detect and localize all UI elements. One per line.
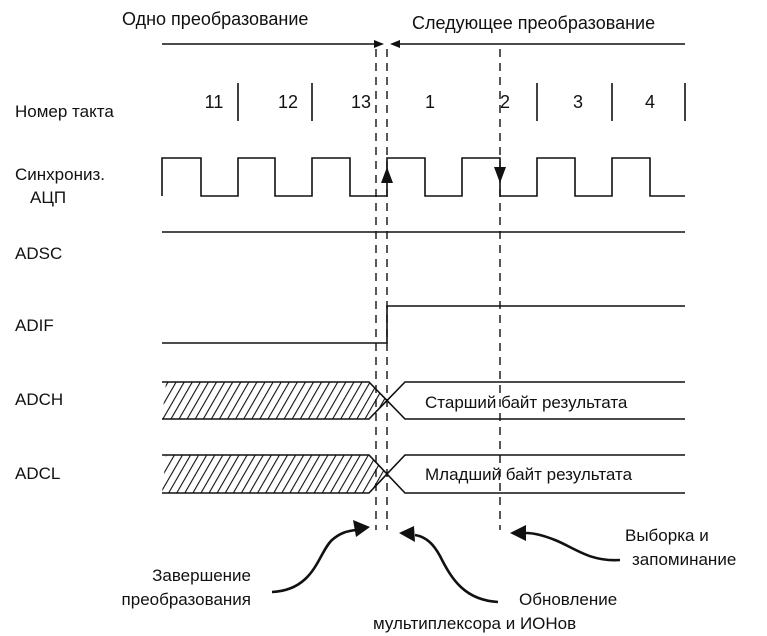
adcl-value: Младший байт результата	[425, 465, 633, 484]
adcl-bus: Младший байт результата	[162, 454, 685, 494]
cycle-1: 1	[425, 92, 435, 112]
adc-clock-waveform	[161, 157, 685, 197]
cycle-2: 2	[500, 92, 510, 112]
mux-update-arrow-icon	[399, 526, 499, 604]
adcl-label: ADCL	[15, 464, 60, 483]
sample-hold-note-line1: Выборка и	[625, 526, 709, 545]
adc-clock-label-line2: АЦП	[30, 188, 66, 207]
end-of-conversion-arrow-icon	[271, 520, 370, 594]
end-of-conversion-note-line1: Завершение	[152, 566, 251, 585]
cycle-3: 3	[573, 92, 583, 112]
cycle-12: 12	[278, 92, 298, 112]
next-conversion-label: Следующее преобразование	[412, 13, 655, 33]
one-conversion-label: Одно преобразование	[122, 9, 308, 29]
end-of-conversion-note-line2: преобразования	[122, 590, 251, 609]
adch-bus: Старший байт результата	[162, 381, 685, 420]
mux-update-note-line1: Обновление	[519, 590, 617, 609]
sample-hold-arrow-icon	[510, 525, 621, 562]
adif-waveform	[162, 305, 685, 344]
cycle-separators	[237, 83, 686, 121]
adif-label: ADIF	[15, 316, 54, 335]
cycle-11: 11	[205, 92, 224, 112]
mux-update-note-line2: мультиплексора и ИОНов	[373, 614, 576, 633]
conversion-boundary-arrows	[162, 40, 685, 48]
adch-label: ADCH	[15, 390, 63, 409]
cycle-4: 4	[645, 92, 655, 112]
cycle-number-label: Номер такта	[15, 102, 114, 121]
adc-clock-label-line1: Синхрониз.	[15, 165, 105, 184]
cycle-numbers: 11 12 13 1 2 3 4	[205, 92, 655, 112]
adsc-label: ADSC	[15, 244, 62, 263]
arrow-left-icon	[390, 40, 400, 48]
sample-hold-note-line2: запоминание	[632, 550, 736, 569]
adch-value: Старший байт результата	[425, 393, 628, 412]
cycle-13: 13	[351, 92, 371, 112]
arrow-right-icon	[374, 40, 384, 48]
